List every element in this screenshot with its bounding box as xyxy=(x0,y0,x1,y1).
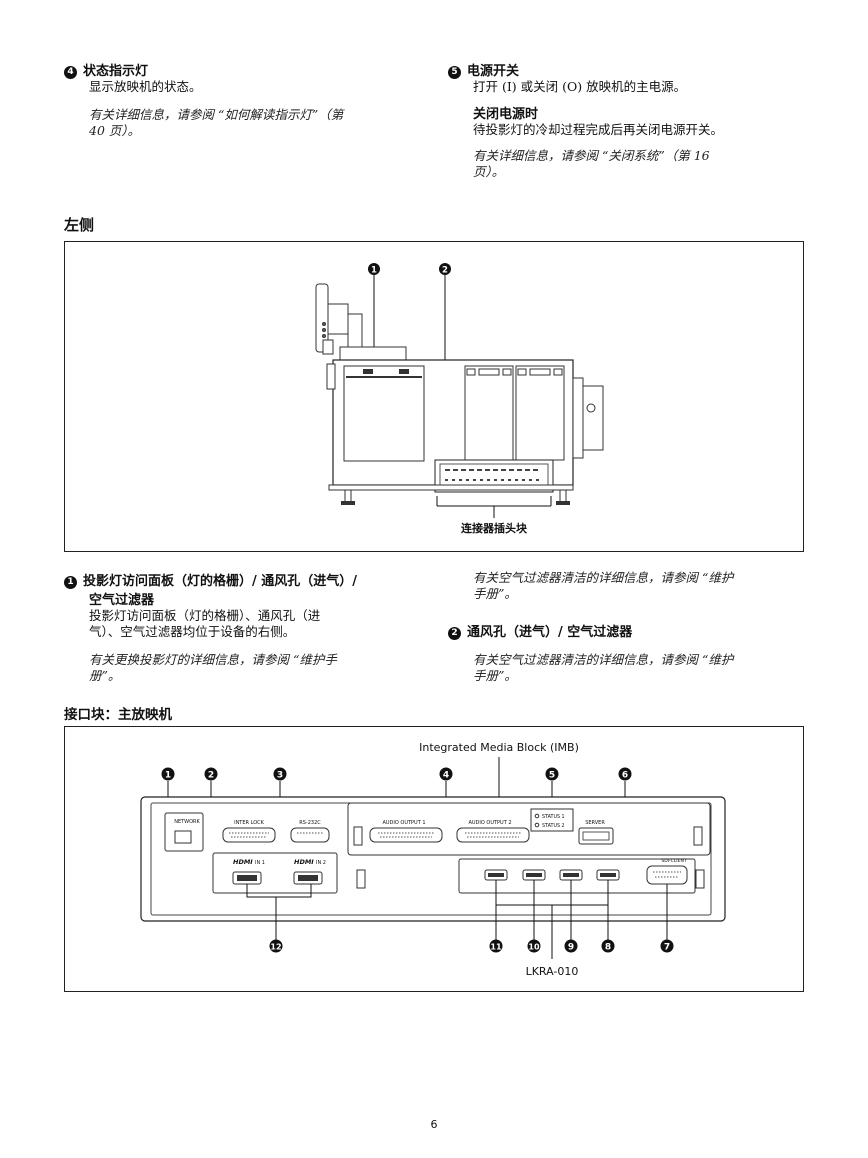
interlock-label: INTER LOCK xyxy=(234,820,265,826)
status-1-label: STATUS 1 xyxy=(542,814,565,820)
hdmi-in2-label: IN 2 xyxy=(316,860,326,866)
connector-diagram-frame: Integrated Media Block (IMB) 1 2 3 4 5 6 xyxy=(64,726,804,992)
lkra-label: LKRA-010 xyxy=(526,965,579,978)
callout-7: 7 xyxy=(664,943,670,953)
callout-12: 12 xyxy=(270,943,281,952)
power-off-body: 待投影灯的冷却过程完成后再关闭电源开关。 xyxy=(473,122,724,137)
callout-2: 2 xyxy=(442,266,448,276)
item1-body: 投影灯访问面板（灯的格栅）、通风孔（进 气）、空气过滤器均位于设备的右侧。 xyxy=(89,608,321,639)
hdmi-logo-1: HDMI xyxy=(233,858,253,866)
hdmi-logo-2: HDMI xyxy=(294,858,314,866)
audio-output-1-port xyxy=(369,827,443,843)
interlock-port xyxy=(222,827,276,843)
audio-output-1-label: AUDIO OUTPUT 1 xyxy=(382,820,425,826)
server-label: SERVER xyxy=(585,820,605,826)
callout-1: 1 xyxy=(165,771,171,781)
callout-4: 4 xyxy=(443,771,449,781)
status-indicator-body: 显示放映机的状态。 xyxy=(89,79,202,94)
audio-output-2-label: AUDIO OUTPUT 2 xyxy=(468,820,511,826)
hdmi-in1-label: IN 1 xyxy=(255,860,265,866)
sdi-client-label: SDI-CLIENT xyxy=(661,858,686,864)
callout-9: 9 xyxy=(568,943,574,953)
power-switch-body: 打开 (I) 或关闭 (O) 放映机的主电源。 xyxy=(473,79,687,94)
status-indicator-reference: 有关详细信息，请参阅 “如何解读指示灯”（第 40 页）。 xyxy=(89,107,344,138)
air-intake-vents xyxy=(464,365,565,461)
left-side-diagram-frame: 1 2 xyxy=(64,241,804,552)
callout-11: 11 xyxy=(490,943,502,952)
callout-number: 4 xyxy=(64,66,77,79)
callout-6: 6 xyxy=(622,771,628,781)
connector-block-title: 接口块：主放映机 xyxy=(64,707,172,723)
status-indicators xyxy=(530,808,574,832)
imb-label: Integrated Media Block (IMB) xyxy=(419,741,579,754)
power-switch-reference: 有关详细信息，请参阅 “关闭系统”（第 16 页）。 xyxy=(473,148,710,179)
rs232c-label: RS-232C xyxy=(299,820,321,826)
connector-block-label: 连接器插头块 xyxy=(461,521,528,535)
callout-number: 2 xyxy=(448,627,461,640)
top-callouts: 1 2 3 4 5 6 xyxy=(161,767,632,781)
audio-output-2-port xyxy=(456,827,530,843)
callout-8: 8 xyxy=(605,943,611,953)
status-2-label: STATUS 2 xyxy=(542,823,565,829)
callout-number: 1 xyxy=(64,576,77,589)
item1-reference: 有关更换投影灯的详细信息，请参阅 “维护手 册”。 xyxy=(89,652,337,683)
network-label: NETWORK xyxy=(174,819,200,825)
connector-panel-diagram: Integrated Media Block (IMB) 1 2 3 4 5 6 xyxy=(140,741,726,978)
callout-5: 5 xyxy=(549,771,555,781)
sdi-client-port xyxy=(646,865,688,885)
left-side-title: 左侧 xyxy=(64,216,95,234)
rs232c-port xyxy=(290,827,330,843)
callout-number: 5 xyxy=(448,66,461,79)
projector-left-side-diagram: 1 2 xyxy=(315,263,604,535)
callout-2: 2 xyxy=(208,771,214,781)
power-off-subheading: 关闭电源时 xyxy=(473,107,539,122)
item1-heading-line2: 空气过滤器 xyxy=(89,593,155,608)
callout-3: 3 xyxy=(277,771,283,781)
lkra-hdmi-ports xyxy=(484,869,620,881)
page-number: 6 xyxy=(430,1118,438,1131)
lamp-access-panel xyxy=(343,365,425,462)
item2-reference: 有关空气过滤器清洁的详细信息，请参阅 “维护 手册”。 xyxy=(473,652,734,683)
item1-right-reference: 有关空气过滤器清洁的详细信息，请参阅 “维护 手册”。 xyxy=(473,570,734,601)
bottom-callouts: 12 11 10 9 8 7 xyxy=(269,939,674,953)
callout-1: 1 xyxy=(371,266,377,276)
callout-10: 10 xyxy=(528,943,540,952)
